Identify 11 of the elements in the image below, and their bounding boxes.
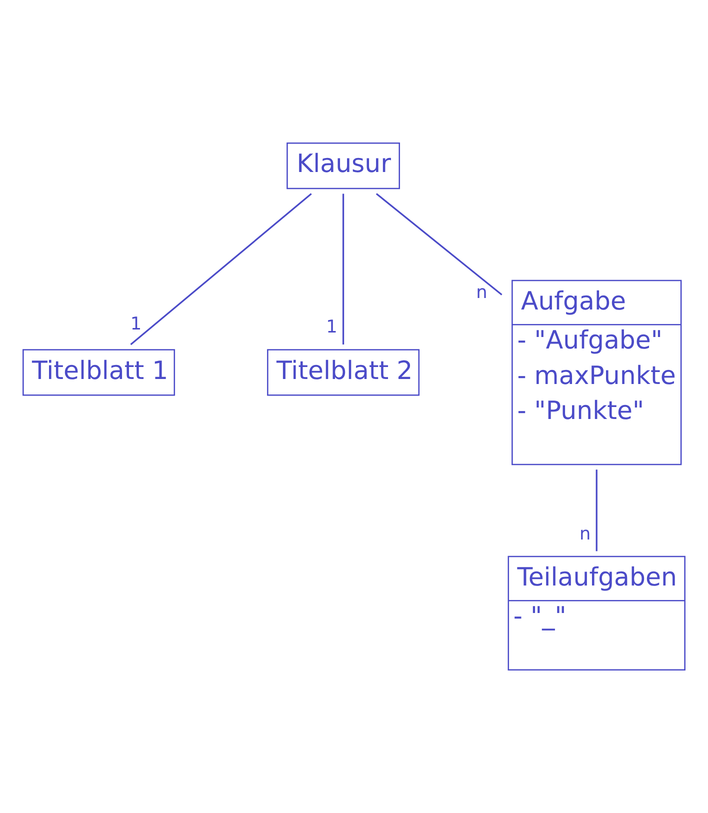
edge-label: n — [579, 524, 591, 544]
connector — [376, 193, 502, 296]
connector — [596, 470, 598, 552]
edge-label: 1 — [130, 314, 142, 335]
node-box: Titelblatt 1 — [22, 349, 176, 396]
edge-label: 1 — [326, 318, 338, 338]
edge-label: n — [476, 283, 488, 304]
node-box: Titelblatt 2 — [267, 349, 420, 396]
connector — [342, 194, 344, 345]
connector — [130, 193, 312, 346]
node-box: Klausur — [286, 142, 400, 190]
